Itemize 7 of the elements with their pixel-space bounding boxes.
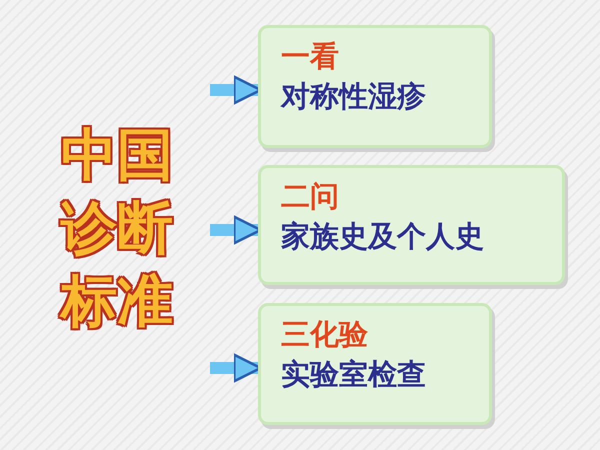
title-text: 中国诊断标准 xyxy=(58,122,174,336)
card-body: 对称性湿疹 xyxy=(281,78,426,115)
card-heading: 二问 xyxy=(281,178,339,215)
card-body: 实验室检查 xyxy=(281,356,426,393)
card-body: 家族史及个人史 xyxy=(281,218,484,255)
card-heading: 三化验 xyxy=(281,316,368,353)
card-heading: 一看 xyxy=(281,38,339,75)
